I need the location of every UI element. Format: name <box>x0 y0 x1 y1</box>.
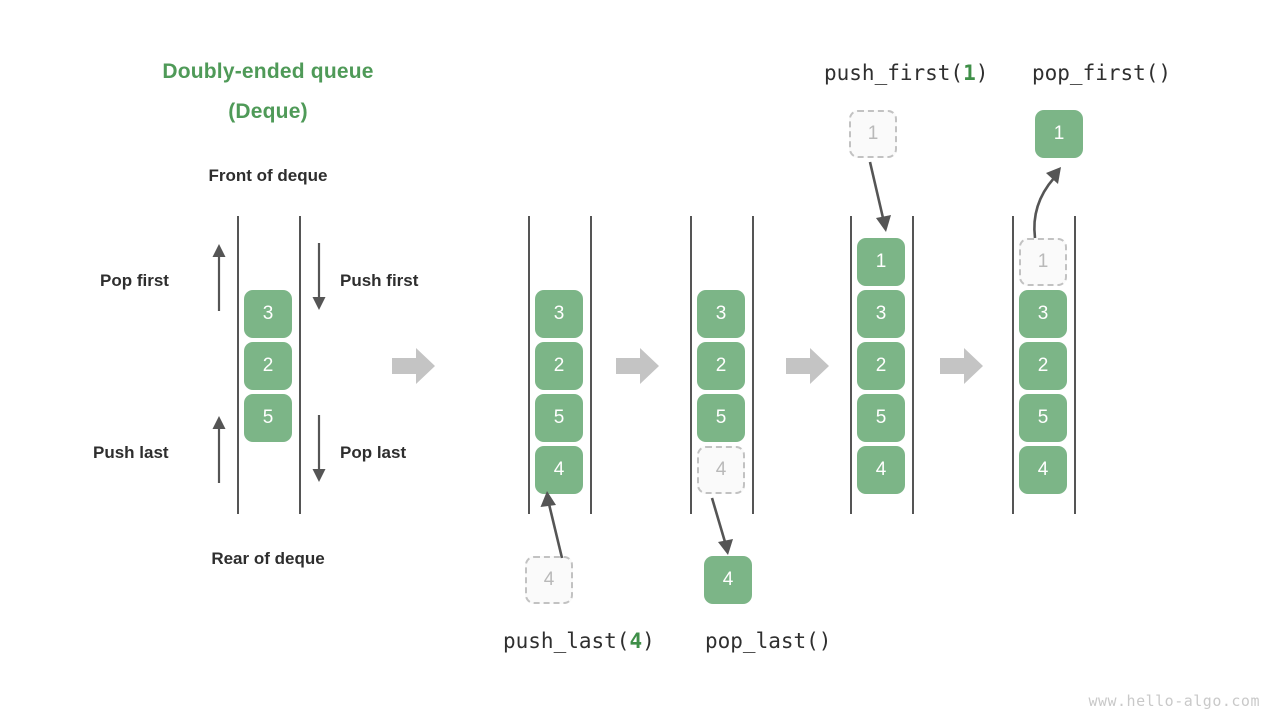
step-arrow-2 <box>616 346 660 386</box>
deque3-cell-1: 2 <box>697 342 745 390</box>
deque4-rail-left <box>850 216 852 514</box>
caption-push-first-name: push_first( <box>824 61 964 85</box>
step-arrow-1 <box>392 346 436 386</box>
deque5-cell-0-ghost: 1 <box>1019 238 1067 286</box>
deque2-cell-0: 3 <box>535 290 583 338</box>
deque1-rail-left <box>237 216 239 514</box>
deque5-cell-4: 4 <box>1019 446 1067 494</box>
caption-push-first-arg: 1 <box>963 61 976 85</box>
legend-pop-last-label: Pop last <box>340 443 407 462</box>
step-arrow-3 <box>786 346 830 386</box>
deque2-incoming-cell: 4 <box>525 556 573 604</box>
deque5-cell-3: 5 <box>1019 394 1067 442</box>
deque5-cell-2: 2 <box>1019 342 1067 390</box>
deque4-cell-1: 3 <box>857 290 905 338</box>
deque3-cell-3-ghost: 4 <box>697 446 745 494</box>
deque3-popped-cell: 4 <box>704 556 752 604</box>
deque4-cell-4: 4 <box>857 446 905 494</box>
watermark: www.hello-algo.com <box>1088 692 1260 710</box>
deque4-cell-3: 5 <box>857 394 905 442</box>
deque3-cell-0: 3 <box>697 290 745 338</box>
deque5-rail-right <box>1074 216 1076 514</box>
deque5-rail-left <box>1012 216 1014 514</box>
push-last-arrow <box>206 415 232 483</box>
push-first-transfer-arrow <box>862 161 902 234</box>
deque1-cell-2: 5 <box>244 394 292 442</box>
push-last-transfer-arrow <box>536 488 576 559</box>
step-arrow-4 <box>940 346 984 386</box>
deque2-cell-1: 2 <box>535 342 583 390</box>
push-first-arrow <box>306 243 332 311</box>
pop-last-transfer-arrow <box>700 497 740 558</box>
legend-push-first-label: Push first <box>340 271 419 290</box>
legend-pop-first-label: Pop first <box>100 271 169 290</box>
deque2-cell-2: 5 <box>535 394 583 442</box>
deque4-rail-right <box>912 216 914 514</box>
pop-first-transfer-arrow <box>1016 160 1066 240</box>
front-of-deque-label: Front of deque <box>208 166 328 185</box>
caption-push-last: push_last(4) <box>503 628 655 654</box>
page-title-line1: Doubly-ended queue <box>162 60 374 83</box>
caption-pop-first-name: pop_first() <box>1032 61 1172 85</box>
deque2-rail-right <box>590 216 592 514</box>
caption-pop-first: pop_first() <box>1032 60 1171 86</box>
deque3-rail-left <box>690 216 692 514</box>
caption-push-last-arg: 4 <box>629 629 643 653</box>
caption-pop-last: pop_last() <box>705 628 831 654</box>
deque4-cell-2: 2 <box>857 342 905 390</box>
page-title-line2: (Deque) <box>228 100 308 123</box>
caption-push-first-close: ) <box>975 61 989 85</box>
deque5-cell-1: 3 <box>1019 290 1067 338</box>
pop-first-arrow <box>206 243 232 311</box>
deque1-cell-1: 2 <box>244 342 292 390</box>
caption-push-first: push_first(1) <box>824 60 988 86</box>
deque4-cell-0: 1 <box>857 238 905 286</box>
deque3-rail-right <box>752 216 754 514</box>
deque1-cell-0: 3 <box>244 290 292 338</box>
pop-last-arrow <box>306 415 332 483</box>
caption-pop-last-name: pop_last() <box>705 629 832 653</box>
deque2-cell-3: 4 <box>535 446 583 494</box>
caption-push-last-name: push_last( <box>503 629 630 653</box>
deque3-cell-2: 5 <box>697 394 745 442</box>
deque1-rail-right <box>299 216 301 514</box>
deque4-incoming-cell: 1 <box>849 110 897 158</box>
deque5-popped-cell: 1 <box>1035 110 1083 158</box>
rear-of-deque-label: Rear of deque <box>211 549 325 568</box>
deque2-rail-left <box>528 216 530 514</box>
caption-push-last-close: ) <box>642 629 655 653</box>
legend-push-last-label: Push last <box>93 443 169 462</box>
